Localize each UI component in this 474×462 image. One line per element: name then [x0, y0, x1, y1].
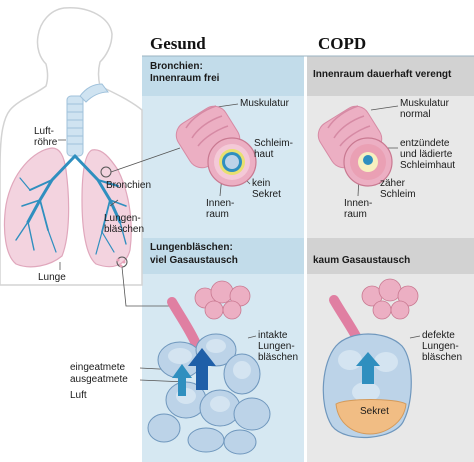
healthy-bronchi-title-line1: Bronchien: [150, 61, 203, 72]
copd-alveoli-title: kaum Gasaustausch [313, 255, 411, 266]
defect-alveoli-label-line3: bläschen [422, 352, 463, 363]
copd-bronchi-header-band [307, 56, 474, 96]
copd-alveoli-header-band [307, 238, 474, 274]
upper-airway [79, 83, 109, 103]
healthy-bronchus [175, 105, 257, 187]
copd-lumen-label-line1: Innen- [344, 198, 373, 209]
lung-label: Lunge [38, 272, 66, 283]
air-label: Luft [70, 390, 87, 401]
defect-alveoli-label-line2: Lungen- [422, 341, 459, 352]
defect-alveoli-label-line1: defekte [422, 330, 455, 341]
healthy-muscle-label: Muskulatur [240, 98, 289, 109]
copd-mucosa-label-line1: entzündete [400, 138, 450, 149]
copd-bronchus [317, 105, 393, 187]
copd-mucus-label-line2: Schleim [380, 189, 416, 200]
trachea-label-line1: Luft- [34, 126, 55, 137]
healthy-bronchi-title-line2: Innenraum frei [150, 73, 220, 84]
secretion-label: Sekret [360, 406, 389, 417]
healthy-no-secretion-label-line2: Sekret [252, 189, 281, 200]
healthy-mucosa-label-line1: Schleim- [254, 138, 293, 149]
alveoli-dots [116, 258, 126, 268]
bronchi-label: Bronchien [106, 180, 152, 191]
bronchial-tree [15, 154, 127, 255]
right-lung-shape [81, 149, 132, 268]
copd-mucus-label-line1: zäher [380, 178, 406, 189]
healthy-no-secretion-label-line1: kein [252, 178, 271, 189]
copd-lumen-label-line2: raum [344, 209, 367, 220]
intact-alveoli-label-line3: bläschen [258, 352, 299, 363]
trachea-tube [66, 95, 84, 157]
healthy-lumen-label-line1: Innen- [206, 198, 235, 209]
healthy-alveoli-title-line1: Lungenbläschen: [150, 242, 233, 253]
alveoli-label-line2: bläschen [104, 224, 145, 235]
exhaled-air-label: ausgeatmete [70, 374, 128, 385]
copd-mucosa-label-line3: Schleimhaut [400, 160, 456, 171]
healthy-alveoli-header-band [142, 238, 304, 274]
healthy-lumen-label-line2: raum [206, 209, 229, 220]
healthy-alveoli-title-line2: viel Gasaustausch [150, 255, 238, 266]
copd-muscle-label-line1: Muskulatur [400, 98, 449, 109]
copd-alveoli-cluster [322, 278, 419, 439]
healthy-mucosa-label-line2: haut [254, 149, 274, 160]
trachea-rings [67, 103, 83, 145]
copd-bronchi-title: Innenraum dauerhaft verengt [313, 69, 452, 80]
healthy-alveoli-cluster [147, 280, 271, 455]
trachea-label-line2: röhre [34, 137, 58, 148]
alveoli-label-line1: Lungen- [104, 213, 141, 224]
inhaled-air-label: eingeatmete [70, 362, 126, 373]
healthy-bronchi-header-band [142, 56, 304, 96]
intact-alveoli-label-line2: Lungen- [258, 341, 295, 352]
copd-column-title: COPD [318, 34, 367, 53]
copd-muscle-label-line2: normal [400, 109, 431, 120]
healthy-column-title: Gesund [150, 34, 206, 53]
intact-alveoli-label-line1: intakte [258, 330, 288, 341]
copd-mucosa-label-line2: und lädierte [400, 149, 453, 160]
